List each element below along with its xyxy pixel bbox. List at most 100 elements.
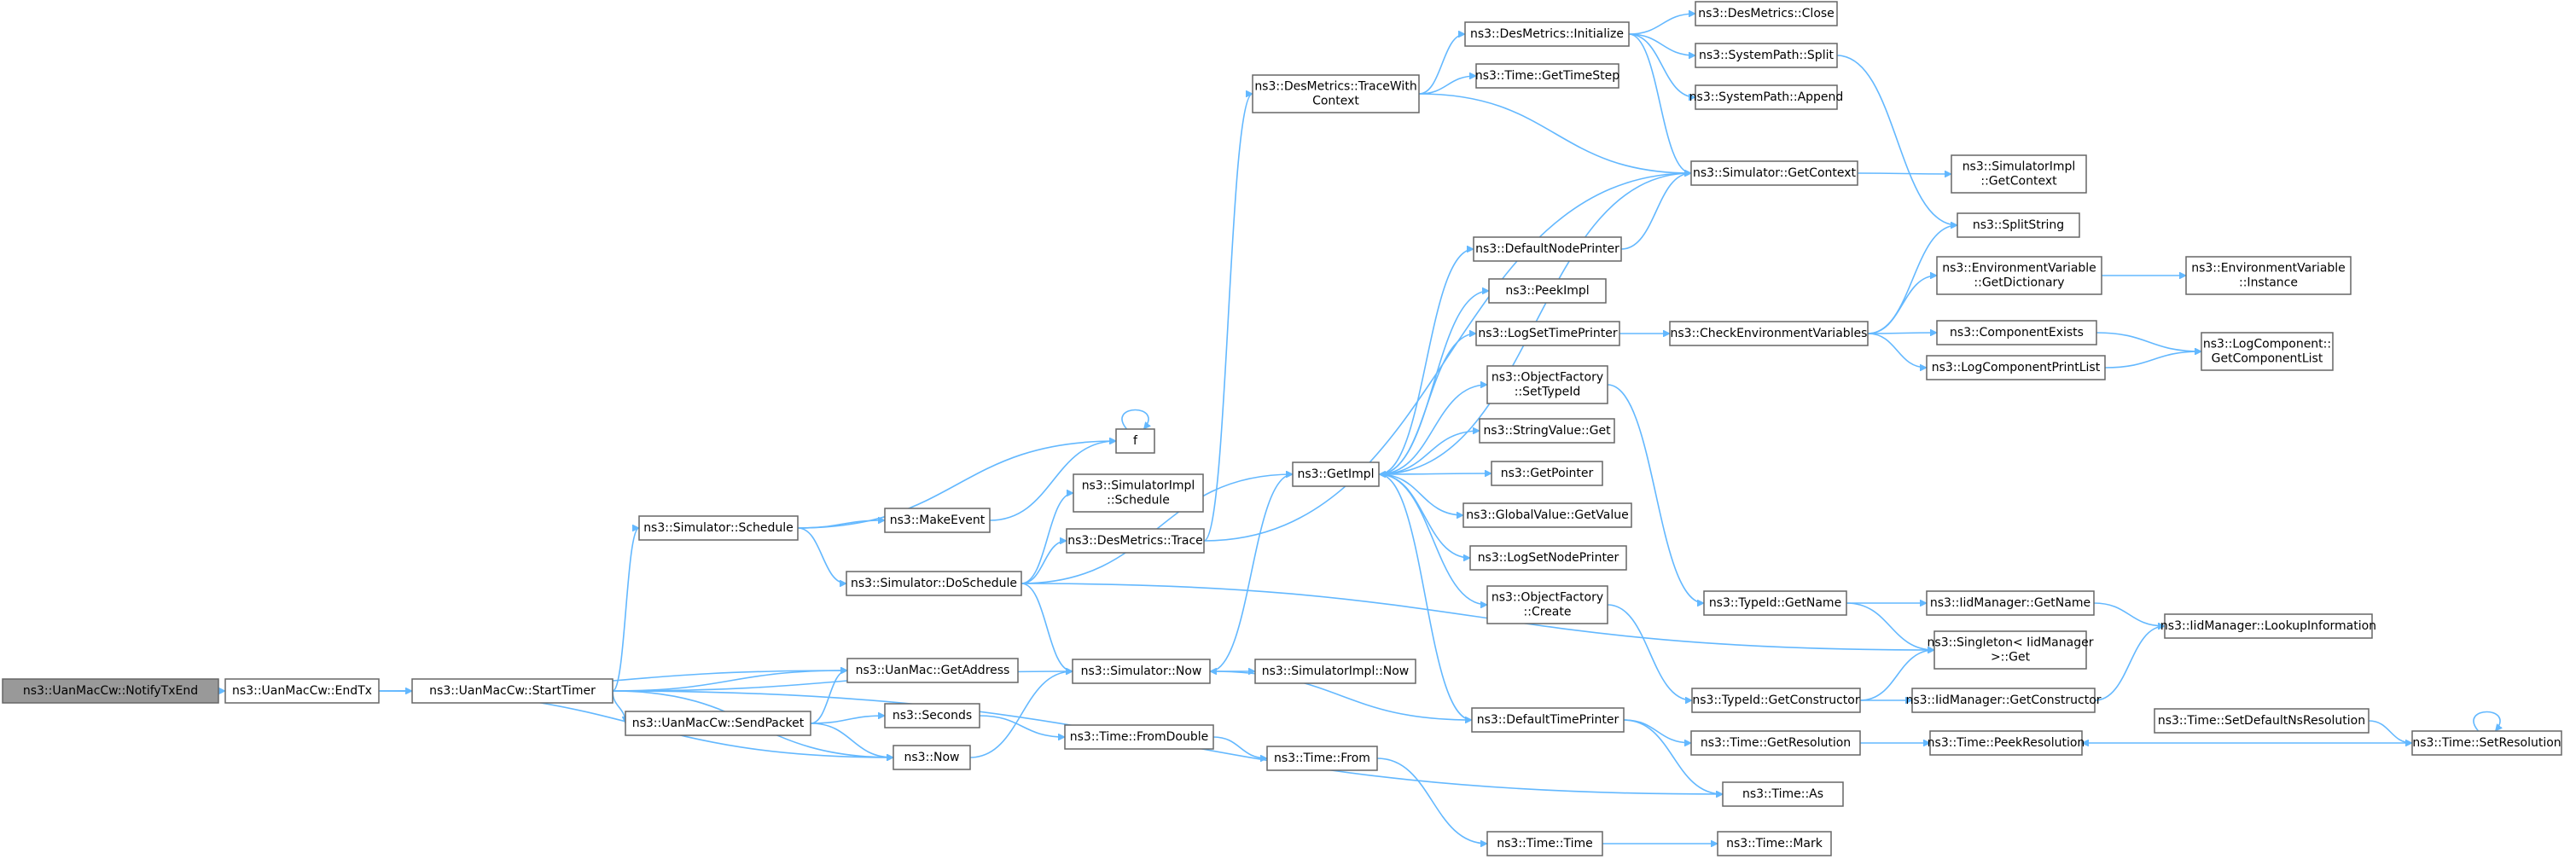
node-box [1064, 724, 1214, 750]
edge-typeidgetname-to-singleton [1846, 602, 1934, 650]
node-starttimer[interactable]: ns3::UanMacCw::StartTimer [411, 678, 613, 704]
node-logsetnodeprinter[interactable]: ns3::LogSetNodePrinter [1469, 545, 1627, 571]
node-setdefaultns[interactable]: ns3::Time::SetDefaultNsResolution [2154, 708, 2370, 734]
edge-destrace-to-getcontext [1203, 173, 1691, 542]
node-box [1486, 365, 1608, 404]
node-timefrom[interactable]: ns3::Time::From [1266, 746, 1378, 771]
edge-desinit-to-desclose [1628, 14, 1695, 35]
node-timegetres[interactable]: ns3::Time::GetResolution [1690, 730, 1861, 756]
node-implsched[interactable]: ns3::SimulatorImpl::Schedule [1073, 473, 1204, 513]
node-setres[interactable]: ns3::Time::SetResolution [2411, 730, 2562, 756]
node-label: ns3::SystemPath::Append [1689, 90, 1844, 104]
node-label: ns3::UanMacCw::NotifyTxEnd [23, 684, 198, 698]
node-envinstance[interactable]: ns3::EnvironmentVariable::Instance [2185, 256, 2352, 295]
node-box [1073, 473, 1204, 513]
edge-checkenv-to-compexists [1867, 333, 1937, 334]
node-box [1717, 831, 1832, 856]
node-implgetcontext[interactable]: ns3::SimulatorImpl::GetContext [1951, 154, 2087, 194]
node-box [2164, 613, 2373, 639]
node-simnow[interactable]: ns3::Simulator::Now [1072, 659, 1211, 684]
node-defnodeprinter[interactable]: ns3::DefaultNodePrinter [1473, 236, 1622, 262]
edge-getimpl-to-logsettimeprinter [1378, 334, 1476, 475]
node-getaddress[interactable]: ns3::UanMac::GetAddress [846, 658, 1019, 683]
node-label: ns3::LogComponentPrintList [1932, 361, 2101, 374]
node-now[interactable]: ns3::Now [893, 745, 971, 770]
edge-split-to-splitstring [1836, 55, 1957, 225]
node-box [884, 508, 991, 533]
node-typeidgetctor[interactable]: ns3::TypeId::GetConstructor [1691, 688, 1861, 713]
node-desinit[interactable]: ns3::DesMetrics::Initialize [1464, 21, 1630, 47]
node-envgetdict[interactable]: ns3::EnvironmentVariable::GetDictionary [1936, 256, 2102, 295]
node-label: ns3::DefaultNodePrinter [1475, 242, 1619, 256]
edge-seconds-to-fromdouble [979, 715, 1065, 737]
node-ofcreate[interactable]: ns3::ObjectFactory::Create [1486, 585, 1608, 624]
node-box [1703, 590, 1847, 616]
node-peekres[interactable]: ns3::Time::PeekResolution [1928, 730, 2085, 756]
node-append[interactable]: ns3::SystemPath::Append [1689, 84, 1844, 110]
node-gettimestep[interactable]: ns3::Time::GetTimeStep [1475, 63, 1619, 89]
edge-getimpl-to-peekimpl [1378, 291, 1489, 475]
node-f[interactable]: f [1115, 428, 1155, 454]
node-seconds[interactable]: ns3::Seconds [884, 703, 980, 728]
node-iidgetname[interactable]: ns3::IidManager::GetName [1926, 590, 2095, 616]
edge-sendpacket-to-seconds [810, 716, 885, 724]
node-getimpl[interactable]: ns3::GetImpl [1292, 461, 1380, 487]
node-getcontext[interactable]: ns3::Simulator::GetContext [1690, 160, 1858, 186]
node-logcompget[interactable]: ns3::LogComponent::GetComponentList [2201, 332, 2334, 371]
node-notify[interactable]: ns3::UanMacCw::NotifyTxEnd [2, 678, 219, 704]
node-label: ns3::Simulator::DoSchedule [851, 577, 1017, 590]
node-implnow[interactable]: ns3::SimulatorImpl::Now [1254, 659, 1416, 684]
edge-iidgetctor-to-iidlookup [2094, 626, 2166, 701]
node-simschedule[interactable]: ns3::Simulator::Schedule [638, 515, 799, 541]
node-endtx[interactable]: ns3::UanMacCw::EndTx [224, 678, 380, 704]
edge-checkenv-to-envgetdict [1867, 276, 1937, 334]
edge-sendpacket-to-now [810, 723, 893, 757]
node-makeevent[interactable]: ns3::MakeEvent [884, 508, 991, 533]
node-timemark[interactable]: ns3::Time::Mark [1717, 831, 1832, 856]
edge-fromdouble-to-timefrom [1212, 736, 1267, 758]
node-timeas[interactable]: ns3::Time::As [1722, 781, 1844, 807]
node-deftimeprinter[interactable]: ns3::DefaultTimePrinter [1471, 707, 1625, 733]
node-box [224, 678, 380, 704]
edge-f-to-f [1121, 409, 1148, 430]
edge-getimpl-to-deftimeprinter [1378, 473, 1473, 720]
node-fromdouble[interactable]: ns3::Time::FromDouble [1064, 724, 1214, 750]
node-ofsettypeid[interactable]: ns3::ObjectFactory::SetTypeId [1486, 365, 1608, 404]
node-label: ns3::IidManager::LookupInformation [2160, 619, 2376, 633]
node-checkenv[interactable]: ns3::CheckEnvironmentVariables [1669, 321, 1869, 346]
node-box [1695, 43, 1838, 68]
node-logsettimeprinter[interactable]: ns3::LogSetTimePrinter [1475, 321, 1620, 346]
node-split[interactable]: ns3::SystemPath::Split [1695, 43, 1838, 68]
node-singleton[interactable]: ns3::Singleton< IidManager>::Get [1928, 630, 2094, 670]
node-splitstring[interactable]: ns3::SplitString [1957, 212, 2080, 238]
edge-starttimer-to-getaddress [612, 670, 847, 692]
node-sendpacket[interactable]: ns3::UanMacCw::SendPacket [625, 711, 811, 736]
node-destrace[interactable]: ns3::DesMetrics::Trace [1066, 528, 1205, 554]
node-peekimpl[interactable]: ns3::PeekImpl [1488, 278, 1607, 304]
node-logcompprint[interactable]: ns3::LogComponentPrintList [1926, 355, 2106, 380]
node-iidgetctor[interactable]: ns3::IidManager::GetConstructor [1905, 688, 2102, 713]
node-label: ns3::DesMetrics::TraceWith [1254, 80, 1416, 94]
node-getpointer[interactable]: ns3::GetPointer [1491, 461, 1603, 486]
node-iidlookup[interactable]: ns3::IidManager::LookupInformation [2160, 613, 2376, 639]
node-box [638, 515, 799, 541]
node-globalvalueget[interactable]: ns3::GlobalValue::GetValue [1462, 502, 1632, 528]
edge-ofsettypeid-to-typeidgetname [1607, 384, 1704, 603]
edge-dosched-to-implsched [1021, 493, 1074, 584]
edge-typeidgetctor-to-singleton [1859, 650, 1934, 701]
node-timetime[interactable]: ns3::Time::Time [1486, 831, 1603, 856]
node-label: ns3::Seconds [893, 709, 972, 723]
node-desclose[interactable]: ns3::DesMetrics::Close [1695, 1, 1838, 26]
node-label: ns3::GlobalValue::GetValue [1466, 508, 1628, 522]
node-label: ns3::SimulatorImpl [1963, 160, 2076, 174]
node-box [1475, 63, 1619, 89]
node-label: ns3::Singleton< IidManager [1928, 636, 2094, 650]
node-box [2201, 332, 2334, 371]
node-typeidgetname[interactable]: ns3::TypeId::GetName [1703, 590, 1847, 616]
node-dosched[interactable]: ns3::Simulator::DoSchedule [846, 571, 1022, 596]
node-compexists[interactable]: ns3::ComponentExists [1936, 320, 2097, 345]
node-box [1951, 154, 2087, 194]
node-stringvalueget[interactable]: ns3::StringValue::Get [1479, 418, 1615, 444]
edge-iidgetname-to-iidlookup [2093, 602, 2165, 626]
